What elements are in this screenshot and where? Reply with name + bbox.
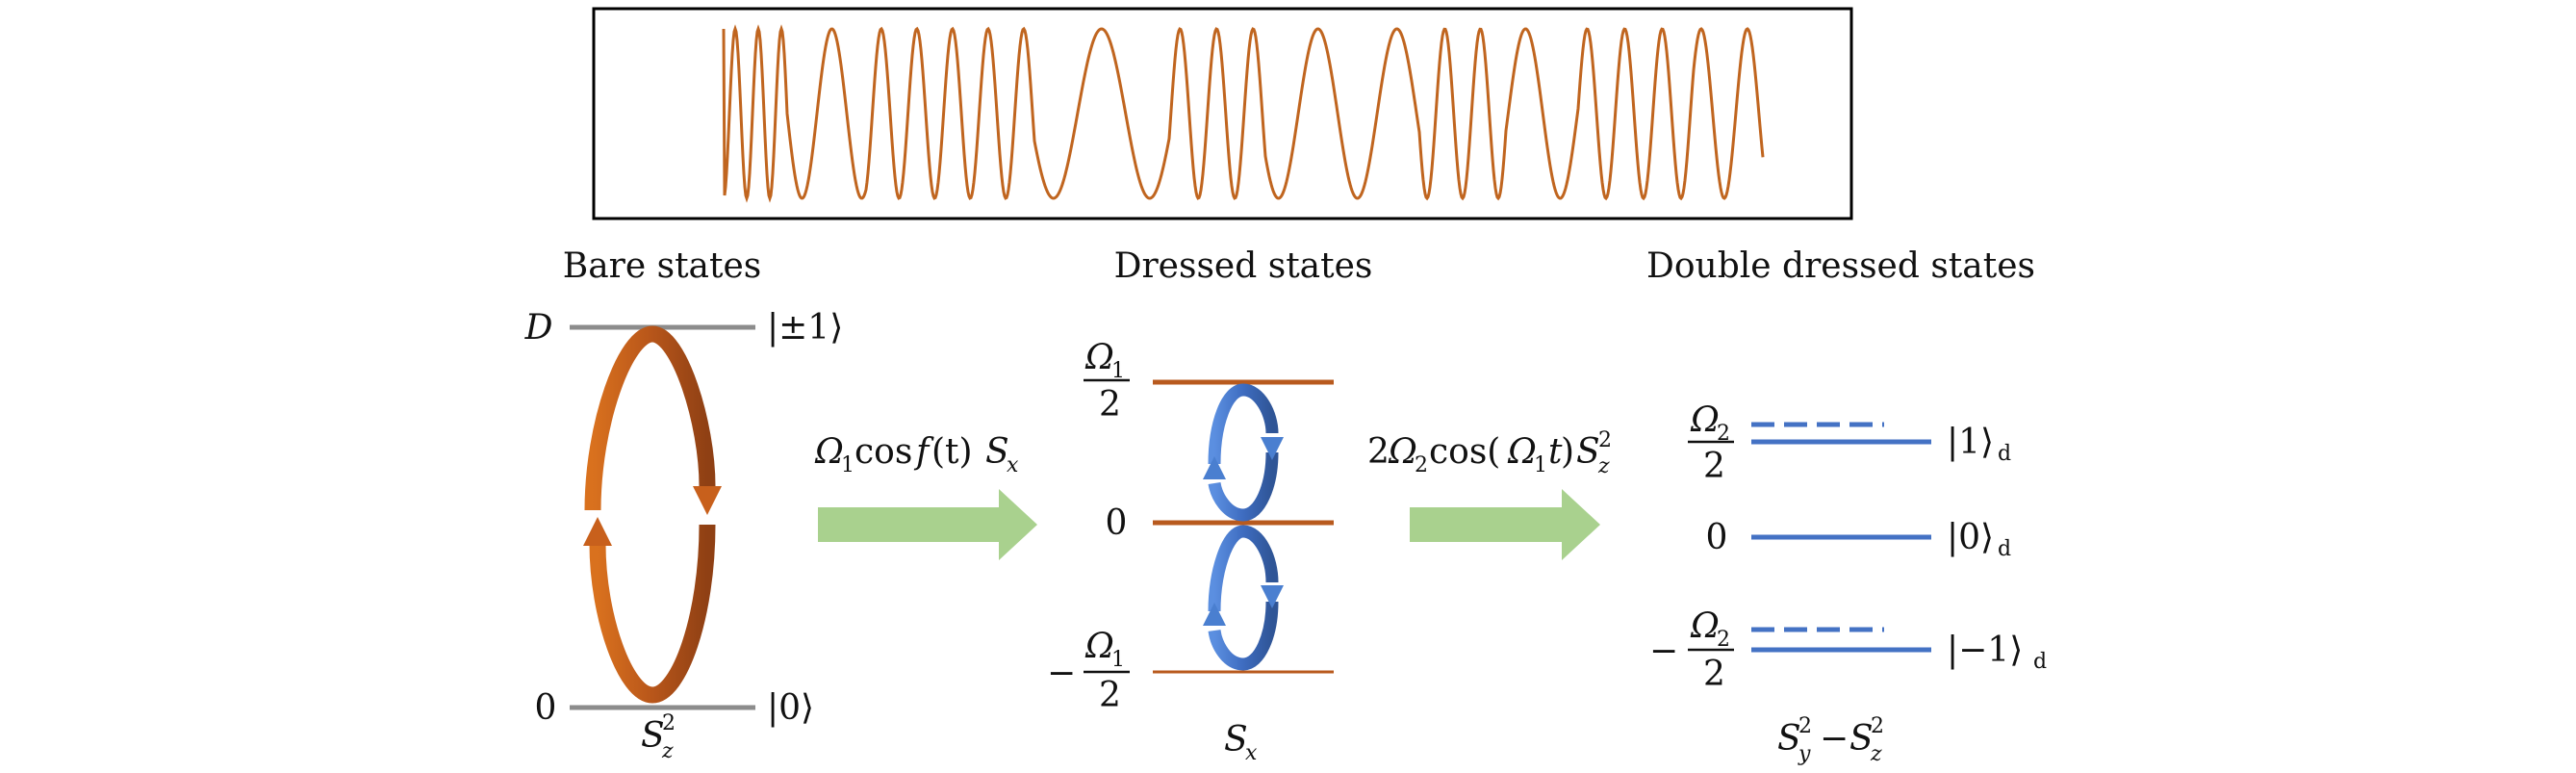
green-arrow-2 (1410, 489, 1600, 560)
double-op2-base: S (1849, 719, 1874, 759)
t1-t: (t) (931, 432, 973, 472)
bare-operator-base: S (641, 716, 665, 756)
double-lower-energy: − Ω 2 2 (1649, 606, 1734, 694)
bare-states-panel: Bare states D |±1⟩ 0 |0⟩ S 2 z (524, 246, 844, 763)
double-upper-ket-sub: d (1998, 442, 2011, 466)
dressed-operator-sub: x (1245, 741, 1258, 765)
blue-arrow-lower-down (1261, 585, 1284, 608)
dressed-lower-den: 2 (1099, 676, 1121, 715)
blue-arrow-upper-up (1203, 456, 1226, 479)
double-dressed-title: Double dressed states (1646, 246, 2035, 286)
waveform-frame (592, 7, 1853, 220)
t2-op-sup: 2 (1598, 428, 1612, 452)
double-op1-sup: 2 (1798, 714, 1812, 738)
double-middle-energy: 0 (1706, 518, 1728, 557)
dressed-states-panel: Dressed states Ω 1 2 0 − Ω 1 2 S x (1047, 246, 1372, 765)
transition-2-label: 2 Ω 2 cos( Ω 1 t ) S 2 z (1367, 428, 1612, 478)
orange-arrow-up (583, 517, 612, 546)
t2-omega-sub: 2 (1415, 453, 1428, 477)
orange-ribbon-right (589, 524, 716, 704)
dressed-upper-num-sub: 1 (1111, 359, 1125, 383)
double-dressed-states-panel: Double dressed states Ω 2 2 0 − Ω 2 2 |1… (1646, 246, 2047, 766)
bare-bottom-energy-label: 0 (535, 688, 557, 728)
double-op1-base: S (1777, 719, 1801, 759)
t2-inner-sub: 1 (1534, 453, 1547, 477)
double-op2-sub: z (1870, 742, 1882, 766)
double-middle-ket-label: |0⟩ d (1947, 518, 2011, 561)
dressed-lower-num-sub: 1 (1111, 648, 1125, 672)
t2-op-sub: z (1597, 454, 1610, 478)
double-lower-den: 2 (1703, 655, 1725, 694)
blue-arrow-lower-up (1203, 603, 1226, 626)
t2-op: S (1576, 432, 1600, 472)
t1-op-sub: x (1007, 453, 1019, 477)
t2-inner-t: t (1548, 432, 1563, 472)
bare-transition-cycle (583, 325, 722, 704)
blue-ribbon-lower-right (1208, 601, 1279, 671)
double-lower-num-sub: 2 (1717, 628, 1730, 652)
double-lower-sign: − (1649, 631, 1678, 671)
dressed-middle-energy: 0 (1106, 503, 1128, 543)
dressed-upper-energy: Ω 1 2 (1084, 338, 1130, 425)
bare-bottom-ket: |0⟩ (767, 688, 814, 728)
t2-close: ) (1561, 432, 1574, 472)
double-op2-sup: 2 (1871, 714, 1884, 738)
bare-top-ket: |±1⟩ (767, 308, 843, 348)
t2-omega: Ω (1388, 432, 1417, 472)
dressed-states-title: Dressed states (1114, 246, 1373, 286)
blue-ribbon-lower-left (1208, 525, 1279, 612)
dressed-operator-label: S x (1224, 720, 1258, 765)
t1-omega: Ω (814, 432, 844, 472)
double-upper-ket: |1⟩ (1947, 423, 1994, 462)
dressed-lower-num: Ω (1084, 627, 1114, 666)
dressed-upper-num: Ω (1084, 338, 1114, 377)
orange-arrow-down (693, 486, 722, 515)
transition-1-label: Ω 1 cos f (t) S x (814, 432, 1019, 477)
t2-inner: Ω (1507, 432, 1537, 472)
bare-operator-sub: z (661, 739, 674, 763)
t2-prefix: 2 (1367, 432, 1390, 472)
double-upper-num: Ω (1690, 400, 1720, 440)
blue-ribbon-upper-left (1208, 383, 1279, 465)
bare-states-title: Bare states (563, 246, 762, 286)
dressed-operator-base: S (1224, 720, 1248, 760)
blue-arrow-upper-down (1261, 437, 1284, 460)
dressed-lower-sign: − (1047, 654, 1076, 693)
double-upper-energy: Ω 2 2 (1688, 400, 1734, 486)
transition-1: Ω 1 cos f (t) S x (814, 432, 1037, 560)
double-upper-num-sub: 2 (1717, 422, 1730, 446)
bare-operator-label: S 2 z (641, 711, 676, 763)
modulated-waveform (722, 24, 1765, 203)
green-arrow-1 (818, 489, 1037, 560)
bare-operator-sup: 2 (662, 711, 676, 735)
double-lower-num: Ω (1690, 606, 1720, 646)
bare-top-energy-label: D (524, 308, 553, 348)
dressed-upper-cycle (1203, 383, 1284, 522)
t2-cos-open: cos( (1429, 432, 1500, 472)
double-lower-ket-label: |−1⟩ d (1947, 631, 2047, 674)
double-op1-sub: y (1798, 742, 1811, 766)
double-op-minus: − (1820, 719, 1849, 759)
waveform-panel (592, 7, 1853, 220)
dressed-upper-den: 2 (1099, 385, 1121, 425)
double-lower-ket: |−1⟩ (1947, 631, 2023, 670)
t1-op: S (985, 432, 1009, 472)
double-lower-ket-sub: d (2033, 650, 2047, 674)
dressed-lower-energy: − Ω 1 2 (1047, 627, 1130, 715)
double-operator-label: S 2 y − S 2 z (1777, 714, 1884, 766)
transition-2: 2 Ω 2 cos( Ω 1 t ) S 2 z (1367, 428, 1612, 560)
double-middle-ket-sub: d (1998, 537, 2011, 561)
orange-ribbon-left (584, 325, 716, 511)
double-middle-ket: |0⟩ (1947, 518, 1994, 557)
double-upper-den: 2 (1703, 447, 1725, 486)
blue-ribbon-upper-right (1208, 451, 1279, 522)
dressed-lower-cycle (1203, 525, 1284, 671)
double-upper-ket-label: |1⟩ d (1947, 423, 2011, 466)
t1-cos: cos (854, 432, 912, 472)
t1-omega-sub: 1 (841, 453, 854, 477)
